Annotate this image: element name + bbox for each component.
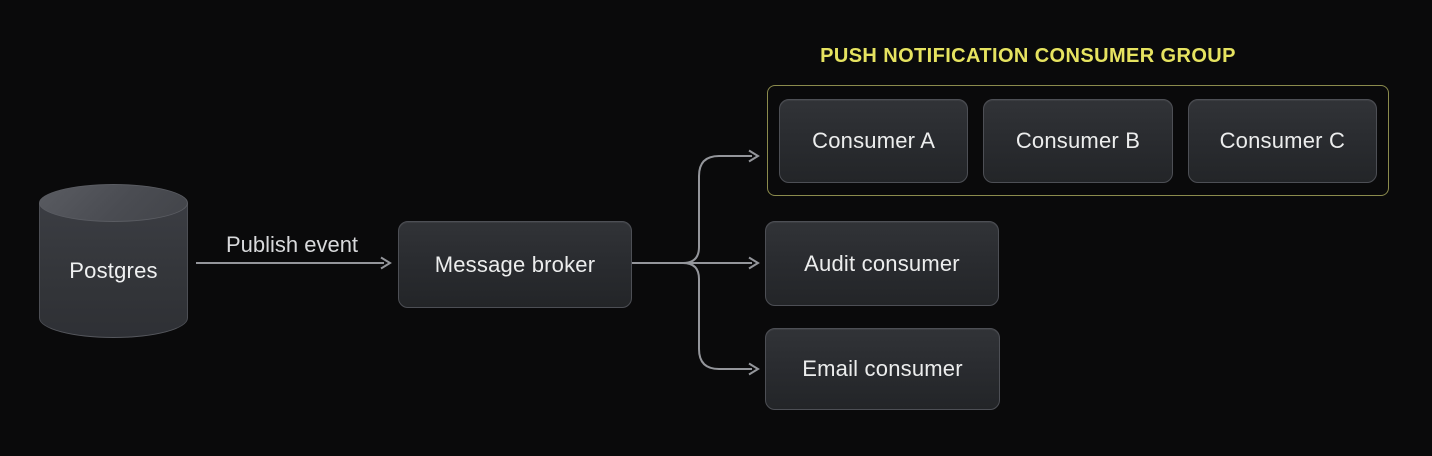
consumer-b-node: Consumer B	[983, 99, 1173, 183]
push-notification-consumer-group: Consumer A Consumer B Consumer C	[767, 85, 1389, 196]
audit-consumer-node: Audit consumer	[765, 221, 999, 306]
message-broker-node: Message broker	[398, 221, 632, 308]
publish-event-label: Publish event	[225, 232, 359, 257]
message-broker-label: Message broker	[434, 251, 596, 277]
email-consumer-label: Email consumer	[802, 356, 963, 381]
consumer-a-node: Consumer A	[779, 99, 969, 183]
cylinder-top-ellipse	[39, 184, 188, 222]
consumer-c-node: Consumer C	[1187, 99, 1377, 183]
cylinder-body	[39, 203, 188, 338]
consumer-c-label: Consumer C	[1219, 128, 1346, 153]
arrow-broker-to-email-consumer	[682, 262, 760, 376]
arrow-broker-to-consumer-group	[682, 149, 760, 264]
consumer-a-label: Consumer A	[812, 128, 936, 153]
consumer-group-title: PUSH NOTIFICATION CONSUMER GROUP	[820, 45, 1236, 67]
audit-consumer-label: Audit consumer	[804, 250, 960, 276]
consumer-b-label: Consumer B	[1015, 128, 1141, 153]
email-consumer-node: Email consumer	[765, 328, 1000, 410]
postgres-label: Postgres	[69, 258, 158, 283]
